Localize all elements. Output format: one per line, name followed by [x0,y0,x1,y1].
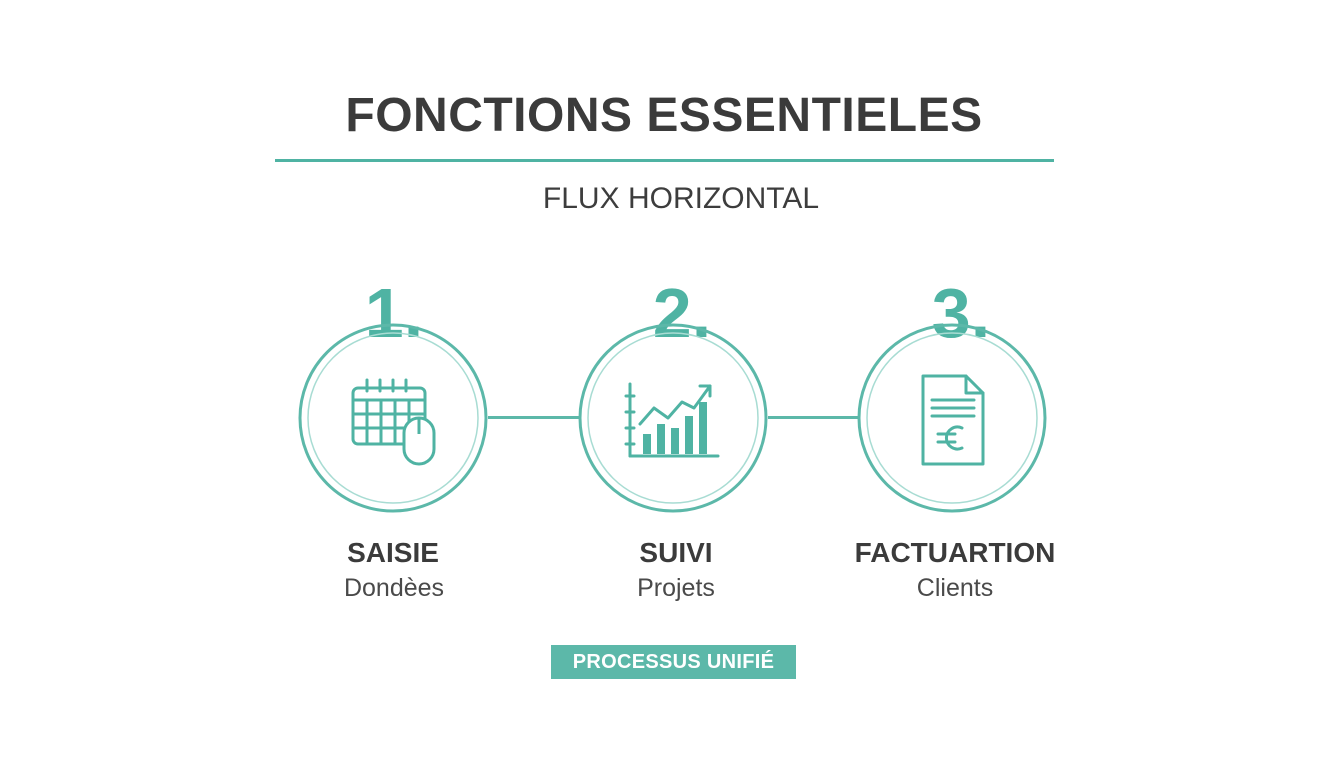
step-2-number: 2. [652,274,712,352]
step-2-subtitle: Projets [637,574,715,602]
subtitle: FLUX HORIZONTAL [542,182,820,215]
step-3-ring [857,323,1047,513]
page-title: FONCTIONS ESSENTIELES [345,89,983,142]
euro-invoice-icon [921,374,985,466]
step-2-ring [578,323,768,513]
unified-process-badge: PROCESSUS UNIFIÉ [551,645,796,679]
connector-line-2-3 [768,416,860,419]
step-3-number: 3. [931,274,991,352]
step-3-subtitle: Clients [916,574,994,602]
step-1-subtitle: Dondèes [343,574,445,602]
title-underline [275,159,1054,162]
connector-line-1-2 [488,416,580,419]
step-2-title: SUIVI [639,537,713,568]
bar-chart-trend-icon [624,382,720,458]
step-1-number: 1. [364,274,424,352]
step-3-title: FACTUARTION [854,537,1056,568]
step-1-ring [298,323,488,513]
step-1-title: SAISIE [347,537,439,568]
calendar-mouse-icon [351,378,436,466]
